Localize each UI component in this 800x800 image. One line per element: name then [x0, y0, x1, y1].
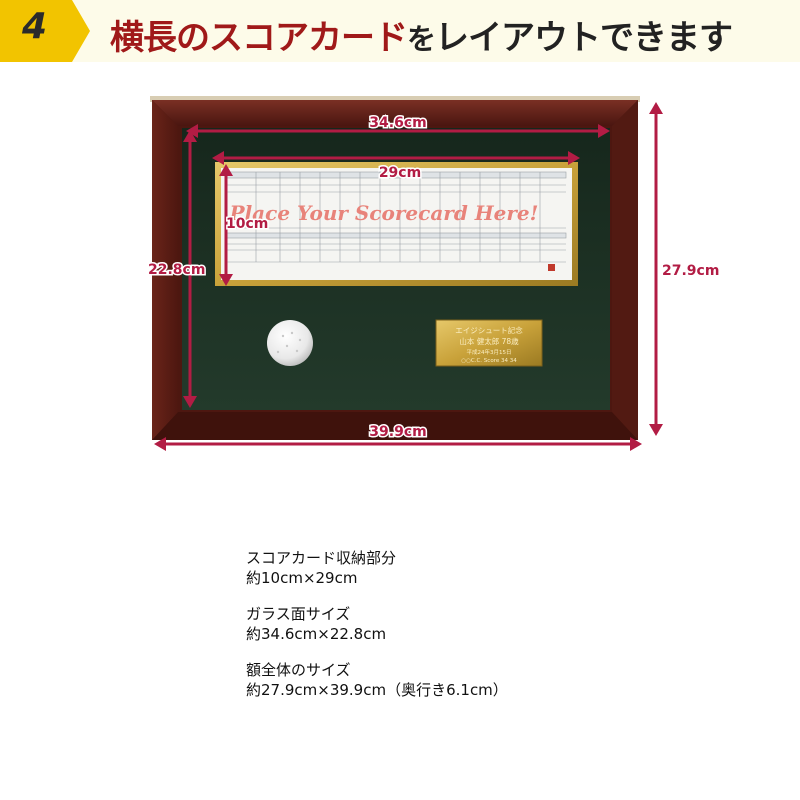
golf-ball [267, 320, 313, 366]
spec-label: 額全体のサイズ [246, 661, 351, 679]
dimension-labels: 34.6cm 29cm 10cm 22.8cm 27.9cm 39.9cm [147, 114, 721, 442]
glass-width-label: 34.6cm [369, 115, 426, 131]
spec-item: ガラス面サイズ 約34.6cm×22.8cm [246, 604, 508, 644]
plate-line-3: 平成24年3月15日 [467, 348, 512, 356]
step-number: 4 [22, 6, 48, 47]
spec-value: 約10cm×29cm [246, 569, 358, 587]
spec-value: 約34.6cm×22.8cm [246, 625, 387, 643]
step-badge: 4 [0, 0, 96, 62]
frame-illustration: Place Your Scorecard Here! エイジシュート記念 山本 … [147, 96, 721, 451]
badge-shape [0, 0, 90, 62]
page-title: 横長のスコアカードをレイアウトできます [110, 10, 733, 59]
glass-height-label: 22.8cm [148, 262, 205, 278]
plate-line-2: 山本 健太郎 78歳 [459, 336, 519, 346]
title-part2: を [407, 22, 436, 56]
card-height-label: 10cm [226, 216, 268, 232]
frame-width-label: 39.9cm [369, 424, 426, 440]
plate-line-1: エイジシュート記念 [455, 325, 523, 335]
spec-value: 約27.9cm×39.9cm（奥行き6.1cm） [246, 681, 508, 699]
spec-label: スコアカード収納部分 [246, 549, 397, 567]
dimension-arrows [154, 102, 663, 451]
engraved-plate: エイジシュート記念 山本 健太郎 78歳 平成24年3月15日 ○○C.C. S… [435, 319, 543, 367]
title-part3: レイアウトできます [435, 18, 733, 58]
spec-list: スコアカード収納部分 約10cm×29cm ガラス面サイズ 約34.6cm×22… [246, 548, 508, 716]
frame-height-label: 27.9cm [662, 263, 719, 279]
title-part1: 横長のスコアカード [110, 18, 408, 58]
wall-strip [150, 96, 640, 102]
spec-label: ガラス面サイズ [246, 605, 351, 623]
scorecard-marker [548, 264, 555, 271]
frame-diagram: Place Your Scorecard Here! エイジシュート記念 山本 … [147, 96, 721, 451]
placeholder-text: Place Your Scorecard Here! [229, 201, 539, 225]
spec-item: 額全体のサイズ 約27.9cm×39.9cm（奥行き6.1cm） [246, 660, 508, 700]
header-banner: 4 横長のスコアカードをレイアウトできます [0, 0, 800, 62]
scorecard [221, 168, 572, 280]
card-width-label: 29cm [379, 165, 421, 181]
spec-item: スコアカード収納部分 約10cm×29cm [246, 548, 508, 588]
plate-line-4: ○○C.C. Score 34 34 [461, 358, 517, 364]
